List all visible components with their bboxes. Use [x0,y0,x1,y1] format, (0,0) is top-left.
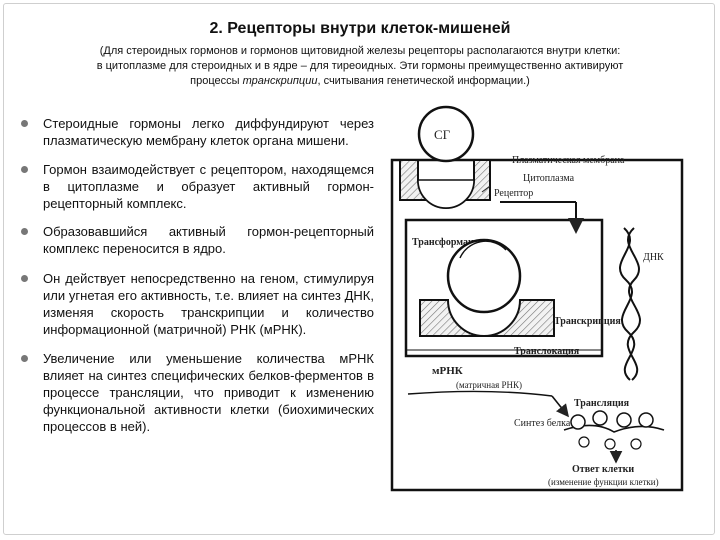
hormone-circle [417,105,475,163]
subtitle-italic-term: транскрипции [242,75,318,87]
ribosome [604,438,616,450]
cell-membrane [390,158,684,492]
bullet-item: Он действует непосредственно на геном, с… [18,270,374,338]
bound-hormone-half [417,179,475,209]
cell-response-sub-label: (изменение функции клетки) [548,477,659,487]
mrna-sub-label: (матричная РНК) [456,380,522,390]
slide-subtitle: (Для стероидных гормонов и гормонов щито… [6,44,714,89]
ribosome [592,410,608,426]
ribosome [616,412,632,428]
receptor-diagram: СГ Плазматическая мембрана Цитоплазма Ре… [378,100,690,500]
bullet-item: Стероидные гормоны легко диффундируют че… [18,115,374,149]
ribosome [578,436,590,448]
bullet-list: Стероидные гормоны легко диффундируют че… [18,115,374,446]
bullet-item: Образовавшийся активный гормон-рецепторн… [18,223,374,257]
subtitle-line-3-start: процессы [190,75,243,87]
subtitle-line-3: процессы транскрипции, считывания генети… [6,74,714,89]
cytoplasm-label: Цитоплазма [523,173,575,184]
slide-frame [3,3,715,535]
ribosome [570,414,586,430]
protein-synthesis-label: Синтез белка [514,418,571,429]
nucleus-box [404,218,604,358]
cell-response-label: Ответ клетки [572,464,634,475]
subtitle-line-3-end: , считывания генетической информации.) [317,75,530,87]
bullet-item: Гормон взаимодействует с рецептором, нах… [18,161,374,212]
hormone-receptor-ball [446,238,522,314]
dna-strand-b [626,227,641,381]
mrna-label: мРНК [432,365,463,377]
diagram-svg: СГ Плазматическая мембрана Цитоплазма Ре… [390,105,684,492]
ribosome [638,412,654,428]
receptor-pointer [481,185,491,193]
mrna-arrow-head [551,395,569,418]
bullet-item: Увеличение или уменьшение количества мРН… [18,350,374,435]
subtitle-line-2: в цитоплазме для стероидных и в ядре – д… [96,60,624,72]
dna-label: ДНК [643,252,664,263]
hormone-label: СГ [434,127,451,142]
translation-label: Трансляция [574,398,630,409]
membrane-label: Плазматическая мембрана [512,155,625,166]
receptor-complex [419,299,555,337]
mrna-arrow [407,390,553,397]
ribosome [630,438,642,450]
subtitle-line-1: (Для стероидных гормонов и гормонов щито… [99,45,621,57]
transcription-label: Транскрипция [554,316,621,327]
translocation-label: Транслокация [514,346,580,357]
dna-strand-a [619,227,636,381]
ball-highlight [459,240,507,259]
transformation-label: Трансформация [412,237,486,248]
receptor-label: Рецептор [494,188,533,199]
slide-title: 2. Рецепторы внутри клеток-мишеней [209,20,511,37]
